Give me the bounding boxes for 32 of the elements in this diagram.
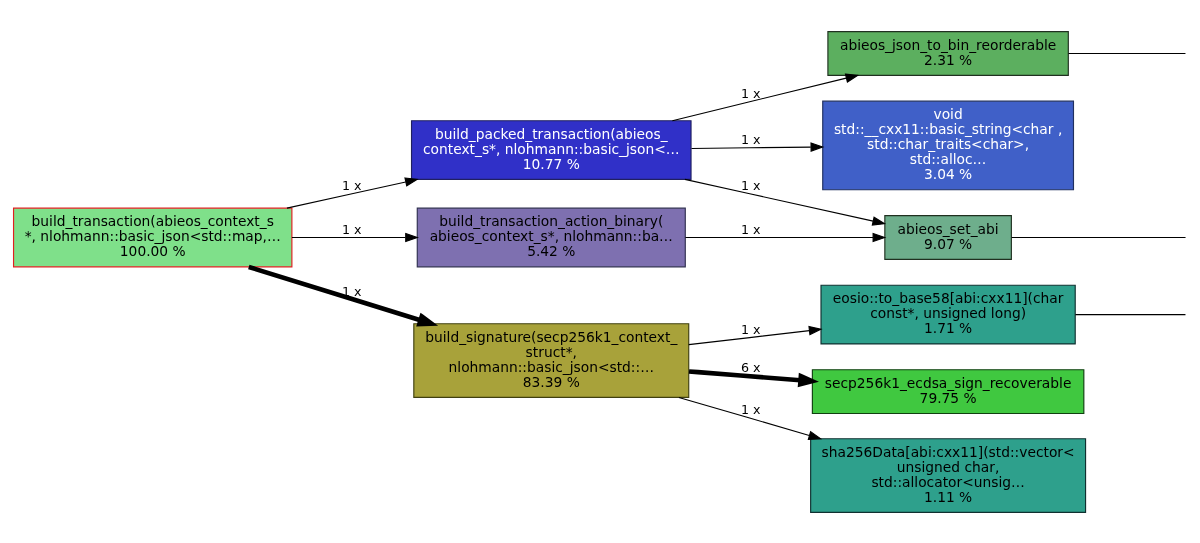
node-box: build_signature(secp256k1_context_ struct*, nlohmann::basic_json<std::… 83.39 % bbox=[413, 322, 690, 398]
connector bbox=[1074, 313, 1187, 315]
connector bbox=[1067, 52, 1187, 54]
edge-label: 6 x bbox=[741, 359, 761, 375]
arrow bbox=[688, 325, 823, 345]
arrow bbox=[684, 232, 887, 242]
arrow bbox=[678, 396, 823, 440]
node-box: abieos_set_abi 9.07 % bbox=[884, 214, 1012, 260]
arrow bbox=[684, 178, 887, 226]
edge-label: 1 x bbox=[341, 221, 362, 237]
node-box: build_transaction(abieos_context_s *, nlohmann::basic_json<std::map,… 100.00 % bbox=[12, 207, 293, 267]
edge-label: 1 x bbox=[341, 177, 362, 193]
arrow bbox=[286, 176, 419, 209]
node-box: eosio::to_base58[abi:cxx11](char const*, unsigned long) 1.71 % bbox=[820, 284, 1076, 344]
arrow bbox=[248, 264, 439, 327]
edge-label: 1 x bbox=[741, 131, 761, 147]
connector bbox=[1011, 236, 1187, 238]
node-box: build_packed_transaction(abieos_ context_s*, nlohmann::basic_json<… 10.77 % bbox=[410, 119, 692, 180]
arrow bbox=[291, 232, 419, 242]
edge-label: 1 x bbox=[741, 221, 761, 237]
edge-label: 1 x bbox=[741, 321, 761, 337]
node-box: void std::__cxx11::basic_string<char , std::char_traits<char>, std::alloc… 3.04 % bbox=[822, 100, 1075, 190]
node-box: build_transaction_action_binary( abieos_context_s*, nlohmann::ba… 5.42 % bbox=[416, 207, 686, 267]
node-box: abieos_json_to_bin_reorderable 2.31 % bbox=[827, 30, 1069, 76]
edge-label: 1 x bbox=[741, 177, 761, 193]
edge-label: 1 x bbox=[741, 85, 761, 101]
arrow bbox=[671, 73, 860, 121]
arrow bbox=[688, 368, 819, 387]
node-box: sha256Data[abi:cxx11](std::vector< unsigned char, std::allocator<unsig… 1.11 % bbox=[810, 437, 1087, 513]
arrow bbox=[690, 141, 825, 152]
edge-label: 1 x bbox=[741, 401, 761, 417]
node-box: secp256k1_ecdsa_sign_recoverable 79.75 % bbox=[811, 368, 1085, 414]
